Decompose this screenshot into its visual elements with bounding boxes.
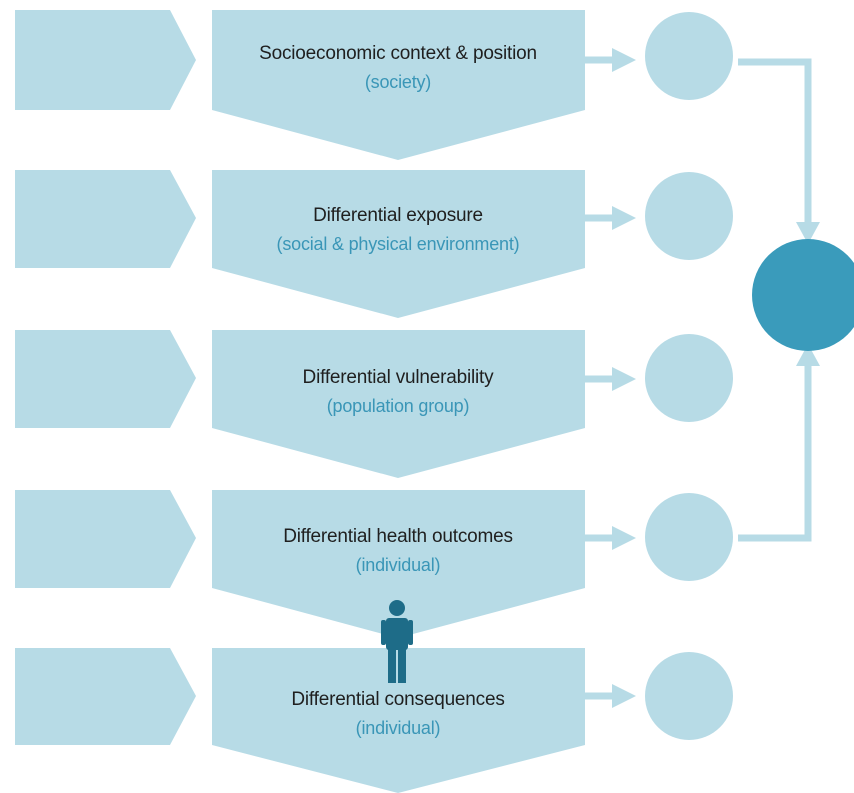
level-subtitle-3: (population group)	[326, 396, 470, 416]
level-subtitle-2: (social & physical environment)	[276, 234, 520, 254]
connector-arrow-2	[585, 206, 636, 230]
connector-arrow-3	[585, 367, 636, 391]
outcome-circle-5	[645, 652, 733, 740]
person-icon	[381, 600, 413, 683]
level-label-5: Differential consequences (individual)	[212, 686, 584, 742]
level-subtitle-5: (individual)	[355, 718, 441, 738]
level-subtitle-1: (society)	[364, 72, 432, 92]
input-chevron-2	[15, 170, 196, 268]
outcome-circle-2	[645, 172, 733, 260]
connector-arrow-1	[585, 48, 636, 72]
level-box-5	[212, 648, 585, 793]
level-box-1	[212, 10, 585, 160]
outcome-circle-1	[645, 12, 733, 100]
level-title-5: Differential consequences	[291, 689, 505, 710]
level-label-1: Socioeconomic context & position (societ…	[212, 40, 584, 96]
level-subtitle-4: (individual)	[355, 555, 441, 575]
level-label-3: Differential vulnerability (population g…	[212, 364, 584, 420]
input-chevron-5	[15, 648, 196, 745]
central-circle	[752, 239, 854, 351]
level-title-1: Socioeconomic context & position	[259, 43, 537, 64]
connector-top-to-center	[738, 58, 820, 244]
level-title-4: Differential health outcomes	[283, 526, 513, 547]
level-label-2: Differential exposure (social & physical…	[212, 202, 584, 258]
outcome-circle-4	[645, 493, 733, 581]
outcome-circle-3	[645, 334, 733, 422]
connector-arrow-4	[585, 526, 636, 550]
level-title-2: Differential exposure	[313, 205, 483, 226]
input-chevron-1	[15, 10, 196, 110]
level-box-4	[212, 490, 585, 638]
level-box-3	[212, 330, 585, 478]
level-label-4: Differential health outcomes (individual…	[212, 523, 584, 579]
connector-bottom-to-center	[738, 344, 820, 542]
level-title-3: Differential vulnerability	[302, 367, 494, 388]
level-box-2	[212, 170, 585, 318]
input-chevron-4	[15, 490, 196, 588]
connector-arrow-5	[585, 684, 636, 708]
input-chevron-3	[15, 330, 196, 428]
